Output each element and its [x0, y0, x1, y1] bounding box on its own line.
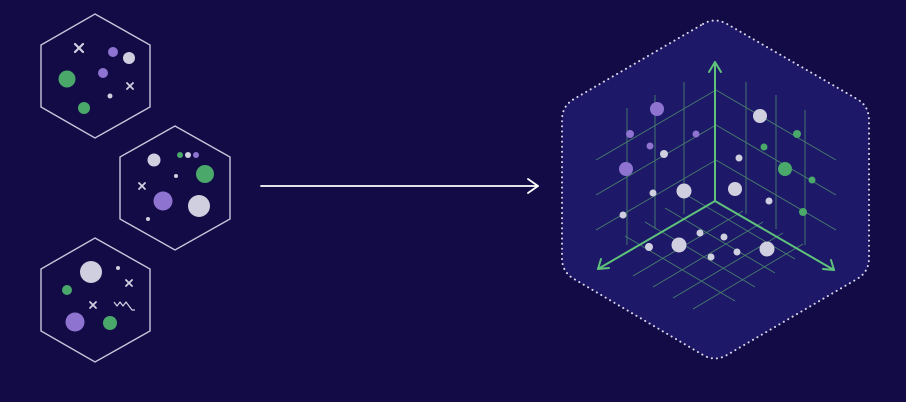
embedded-points [619, 102, 816, 261]
axis-vertical-arrowhead [708, 61, 722, 73]
cross-icon [89, 301, 97, 309]
data-dot [107, 93, 113, 99]
axis-right [714, 200, 835, 271]
hexagon-outline [119, 125, 231, 251]
hexagon-outline [40, 237, 151, 363]
cross-icon [126, 82, 134, 90]
cross-icon [73, 42, 85, 54]
embedded-dot [696, 229, 704, 237]
data-dot [174, 174, 178, 178]
axis-right-arrowhead [822, 259, 835, 271]
right-arrow-icon [260, 178, 539, 194]
data-dot [123, 52, 135, 64]
embedded-dot [707, 253, 715, 261]
embedded-dot [735, 154, 743, 162]
embedded-dot [645, 243, 653, 251]
embedded-dot [720, 233, 728, 241]
data-dot [188, 195, 210, 217]
squiggle-icon [113, 301, 135, 311]
data-dot [146, 217, 150, 221]
embedded-dot [660, 150, 668, 158]
data-dot [108, 47, 118, 57]
embedded-dot [649, 189, 657, 197]
embedded-dot [808, 176, 816, 184]
hexagon-outline [40, 13, 151, 139]
embedded-dot [733, 248, 741, 256]
embedded-dot [760, 143, 768, 151]
embedded-dot [692, 130, 700, 138]
data-dot [116, 266, 120, 270]
data-dot [103, 316, 117, 330]
embedded-dot [799, 208, 807, 216]
source-hexagon-2 [119, 125, 231, 251]
data-dot [147, 153, 161, 167]
cross-icon [138, 182, 146, 190]
embedded-dot [793, 130, 801, 138]
data-dot [80, 261, 102, 283]
source-hexagon-1 [40, 13, 151, 139]
embedded-dot [778, 162, 792, 176]
data-dot [185, 152, 191, 158]
embedded-dot [626, 130, 634, 138]
embedded-dot [646, 142, 654, 150]
data-dot [65, 312, 85, 332]
data-dot [193, 152, 199, 158]
data-dot [58, 70, 76, 88]
3d-axes [597, 61, 835, 271]
embedded-dot [619, 162, 633, 176]
cross-icon [125, 279, 133, 287]
embedded-dot [728, 182, 742, 196]
axis-left-arrowhead [597, 258, 610, 270]
embedded-dot [753, 109, 767, 123]
embedding-space-hexagon [561, 19, 870, 360]
data-dot [78, 102, 90, 114]
data-dot [177, 152, 183, 158]
embedded-dot [676, 183, 692, 199]
embedded-dot [759, 241, 775, 257]
embedded-dot [671, 237, 687, 253]
data-dot [62, 285, 72, 295]
grid-lines [595, 82, 837, 310]
embedded-dot [650, 102, 664, 116]
source-hexagon-3 [40, 237, 151, 363]
data-dot [196, 165, 214, 183]
embedded-dot [765, 197, 773, 205]
data-dot [153, 191, 173, 211]
data-dot [98, 68, 108, 78]
embedded-dot [619, 211, 627, 219]
axis-left [597, 200, 716, 270]
